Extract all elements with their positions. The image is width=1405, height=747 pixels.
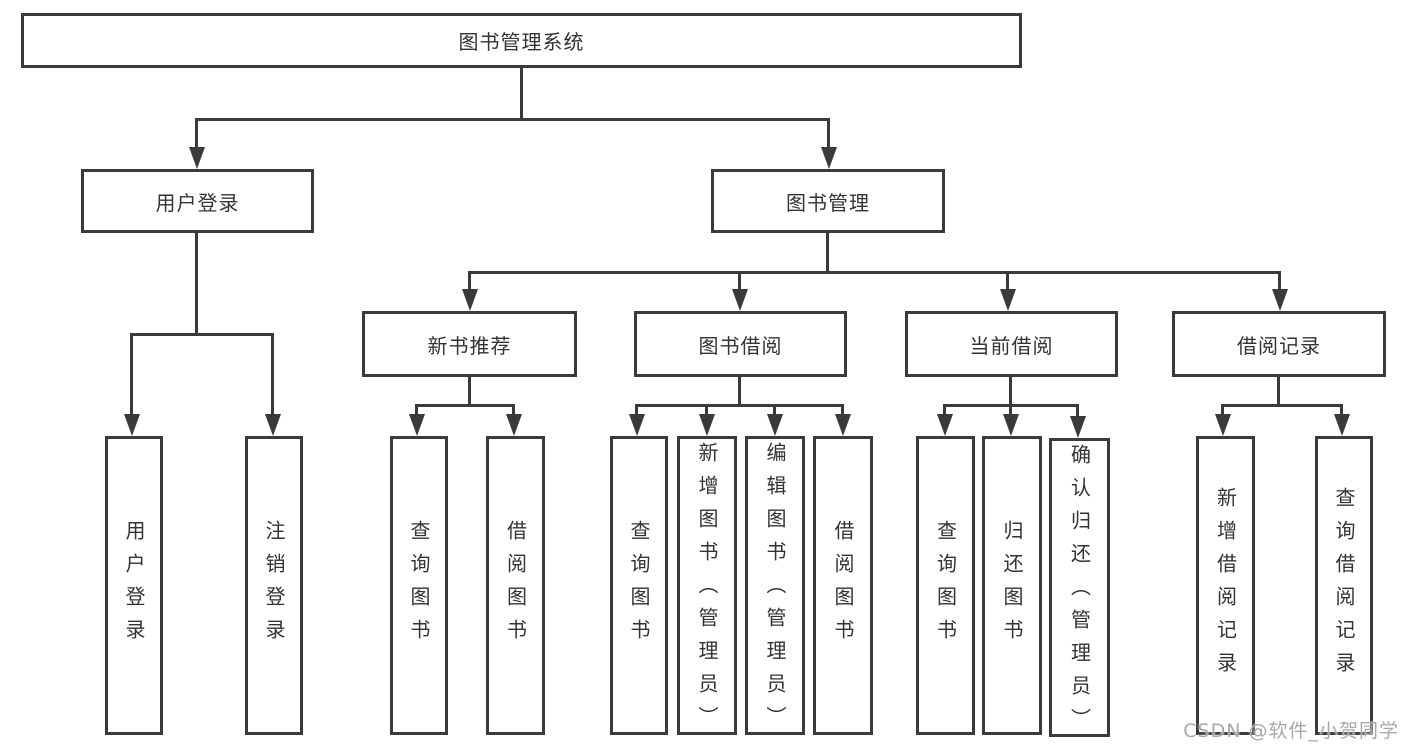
connector-line [468, 271, 1281, 274]
leaf-query-books-recommend-label: 查询图书 [407, 519, 431, 652]
arrow-down-icon [937, 414, 953, 436]
leaf-user-login-label: 用户登录 [122, 519, 146, 652]
node-root-label: 图书管理系统 [458, 30, 585, 54]
leaf-borrow-books-label: 借阅图书 [831, 519, 855, 652]
node-user-login: 用户登录 [81, 169, 314, 233]
arrow-down-icon [506, 414, 522, 436]
node-book-management: 图书管理 [711, 169, 945, 233]
leaf-logout: 注销登录 [245, 436, 303, 735]
connector-line [415, 404, 418, 416]
connector-line [738, 376, 741, 406]
arrow-down-icon [1272, 289, 1288, 311]
connector-line [841, 404, 844, 416]
connector-line [130, 333, 133, 416]
connector-line [1076, 404, 1079, 416]
connector-line [1278, 271, 1281, 291]
arrow-down-icon [265, 414, 281, 436]
node-new-book-recommend: 新书推荐 [362, 311, 577, 377]
connector-line [1006, 271, 1009, 291]
leaf-return-book: 归还图书 [982, 436, 1042, 735]
connector-line [468, 376, 471, 406]
node-borrow-records: 借阅记录 [1172, 311, 1386, 377]
connector-line [1340, 404, 1343, 416]
arrow-down-icon [1334, 414, 1350, 436]
leaf-borrow-books: 借阅图书 [813, 436, 873, 735]
node-borrow-records-label: 借阅记录 [1237, 333, 1321, 358]
leaf-confirm-return-admin-label: 确认归还（管理员） [1067, 443, 1092, 741]
leaf-add-borrow-record: 新增借阅记录 [1196, 436, 1255, 735]
connector-line [520, 67, 523, 120]
node-new-book-recommend-label: 新书推荐 [427, 333, 512, 358]
arrow-down-icon [629, 414, 645, 436]
arrow-down-icon [462, 289, 478, 311]
connector-line [130, 333, 274, 336]
node-book-borrow: 图书借阅 [634, 311, 847, 377]
leaf-add-book-admin: 新增图书（管理员） [677, 436, 737, 739]
arrow-down-icon [409, 414, 425, 436]
connector-line [705, 404, 708, 416]
connector-line [773, 404, 776, 416]
arrow-down-icon [1215, 414, 1231, 436]
connector-line [943, 404, 946, 416]
connector-line [827, 118, 830, 149]
connector-line [1009, 376, 1012, 406]
leaf-query-books-current-label: 查询图书 [933, 519, 958, 652]
connector-line [195, 232, 198, 335]
leaf-query-borrow-record-label: 查询借阅记录 [1332, 486, 1356, 685]
connector-line [195, 118, 198, 149]
arrow-down-icon [821, 147, 837, 169]
leaf-add-book-admin-label: 新增图书（管理员） [695, 441, 719, 739]
connector-line [1277, 376, 1280, 406]
leaf-query-books-recommend: 查询图书 [390, 436, 448, 735]
leaf-user-login: 用户登录 [105, 436, 163, 735]
arrow-down-icon [699, 414, 715, 436]
connector-line [826, 232, 829, 273]
leaf-edit-book-admin: 编辑图书（管理员） [745, 436, 805, 739]
connector-line [943, 404, 1079, 407]
arrow-down-icon [124, 414, 140, 436]
connector-line [512, 404, 515, 416]
arrow-down-icon [732, 289, 748, 311]
node-current-borrow-label: 当前借阅 [969, 333, 1054, 358]
leaf-logout-label: 注销登录 [262, 519, 286, 652]
connector-line [271, 333, 274, 416]
node-book-borrow-label: 图书借阅 [698, 333, 783, 358]
leaf-query-books-borrow-label: 查询图书 [627, 519, 651, 652]
leaf-query-borrow-record: 查询借阅记录 [1315, 436, 1373, 735]
connector-line [415, 404, 515, 407]
arrow-down-icon [767, 414, 783, 436]
connector-line [195, 118, 830, 121]
leaf-borrow-books-recommend-label: 借阅图书 [503, 519, 528, 652]
connector-line [468, 271, 471, 291]
connector-line [635, 404, 638, 416]
csdn-watermark: CSDN @软件_小贺同学 [1183, 720, 1399, 742]
connector-line [1221, 404, 1224, 416]
arrow-down-icon [1003, 414, 1019, 436]
leaf-query-books-borrow: 查询图书 [610, 436, 668, 735]
node-user-login-label: 用户登录 [155, 190, 240, 215]
leaf-edit-book-admin-label: 编辑图书（管理员） [763, 441, 787, 739]
node-book-management-label: 图书管理 [786, 190, 870, 215]
arrow-down-icon [1000, 289, 1016, 311]
leaf-add-borrow-record-label: 新增借阅记录 [1213, 486, 1238, 685]
connector-line [1221, 404, 1343, 407]
arrow-down-icon [1070, 416, 1086, 438]
arrow-down-icon [835, 414, 851, 436]
connector-line [1009, 404, 1012, 416]
leaf-borrow-books-recommend: 借阅图书 [486, 436, 545, 735]
arrow-down-icon [189, 147, 205, 169]
node-current-borrow: 当前借阅 [905, 311, 1118, 377]
node-root: 图书管理系统 [21, 13, 1022, 68]
leaf-confirm-return-admin: 确认归还（管理员） [1049, 438, 1110, 741]
leaf-query-books-current: 查询图书 [916, 436, 975, 735]
connector-line [635, 404, 844, 407]
leaf-return-book-label: 归还图书 [1000, 519, 1024, 652]
connector-line [738, 271, 741, 291]
